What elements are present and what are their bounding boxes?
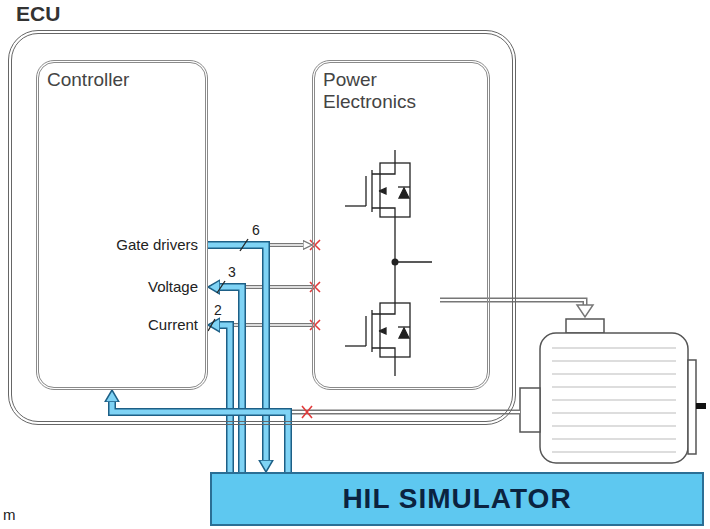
gate-lead xyxy=(345,205,366,206)
power-arrowhead xyxy=(577,305,593,317)
gate-lead xyxy=(345,345,366,346)
bus-slash xyxy=(217,281,225,293)
node-title: Controller xyxy=(47,69,197,91)
channel xyxy=(371,170,372,212)
stray-text: m xyxy=(3,506,23,524)
bus-width-number: 6 xyxy=(252,222,260,238)
motor-end-cap xyxy=(520,388,540,432)
connector-outline xyxy=(220,287,242,472)
motor xyxy=(520,319,706,463)
bus-width-slashes xyxy=(208,239,248,331)
source-lead xyxy=(372,208,395,236)
terminal-box xyxy=(566,319,604,333)
motor-shaft xyxy=(696,403,706,409)
connector-outline xyxy=(208,245,266,460)
connector-outline xyxy=(220,325,230,472)
motor-fins xyxy=(552,348,676,452)
motor-fin xyxy=(552,374,676,375)
diode-bar xyxy=(398,186,410,187)
bus-width-number: 3 xyxy=(228,264,236,280)
break-x xyxy=(302,406,312,418)
motor-fin xyxy=(552,361,676,362)
gate-plate xyxy=(365,176,366,206)
motor-fin xyxy=(552,400,676,401)
signal-name: Gate drivers xyxy=(50,236,198,254)
hil-signal-bus xyxy=(112,402,288,472)
hil-signal-bus xyxy=(220,287,242,472)
power-electronics-box: Power Electronics xyxy=(312,60,490,390)
hil-signal-bus xyxy=(220,325,230,472)
body-arrow xyxy=(379,188,386,194)
diode-symbol xyxy=(399,188,409,198)
motor-body xyxy=(540,333,688,463)
motor-flange xyxy=(688,360,696,454)
hil-simulator-box: HIL SIMULATOR xyxy=(210,472,704,526)
connector-core xyxy=(208,245,266,460)
housing-heading: ECU xyxy=(16,2,60,26)
mosfet-low xyxy=(345,288,410,376)
junction-dot xyxy=(392,259,399,266)
diode-symbol xyxy=(399,328,409,338)
sensor-cable xyxy=(288,410,520,415)
node-title: Power Electronics xyxy=(323,69,448,113)
diode-bar xyxy=(398,326,410,327)
connector-outline xyxy=(112,402,288,472)
motor-fin xyxy=(552,439,676,440)
connector-core xyxy=(220,287,242,472)
motor-fin xyxy=(552,348,676,349)
phase-wire xyxy=(395,261,432,262)
motor-fin xyxy=(552,413,676,414)
drain-lead xyxy=(372,150,395,174)
mosfet-high xyxy=(345,150,410,236)
bus-width-number: 2 xyxy=(214,302,222,318)
break-marks xyxy=(302,240,320,418)
body-arrow xyxy=(379,328,386,334)
connector-core xyxy=(220,325,230,472)
motor-fin xyxy=(552,387,676,388)
channel xyxy=(371,310,372,352)
hil-signal-bus xyxy=(208,245,266,460)
signal-name: Current xyxy=(50,316,198,334)
controller-box: Controller xyxy=(36,60,208,390)
bus-slash xyxy=(240,239,248,251)
signal-name: Voltage xyxy=(50,278,198,296)
drain-lead xyxy=(372,288,395,314)
diode-frame xyxy=(380,163,410,217)
ecu-housing: ECUControllerPower Electronics xyxy=(8,30,516,425)
motor-fin xyxy=(552,426,676,427)
source-lead xyxy=(372,348,395,376)
motor-fin xyxy=(552,452,676,453)
connector-core xyxy=(112,402,288,472)
gate-plate xyxy=(365,316,366,346)
sensor-cable-core xyxy=(288,411,520,413)
diode-frame xyxy=(380,303,410,357)
node-title: HIL SIMULATOR xyxy=(342,483,571,515)
bus-slash xyxy=(208,319,215,331)
